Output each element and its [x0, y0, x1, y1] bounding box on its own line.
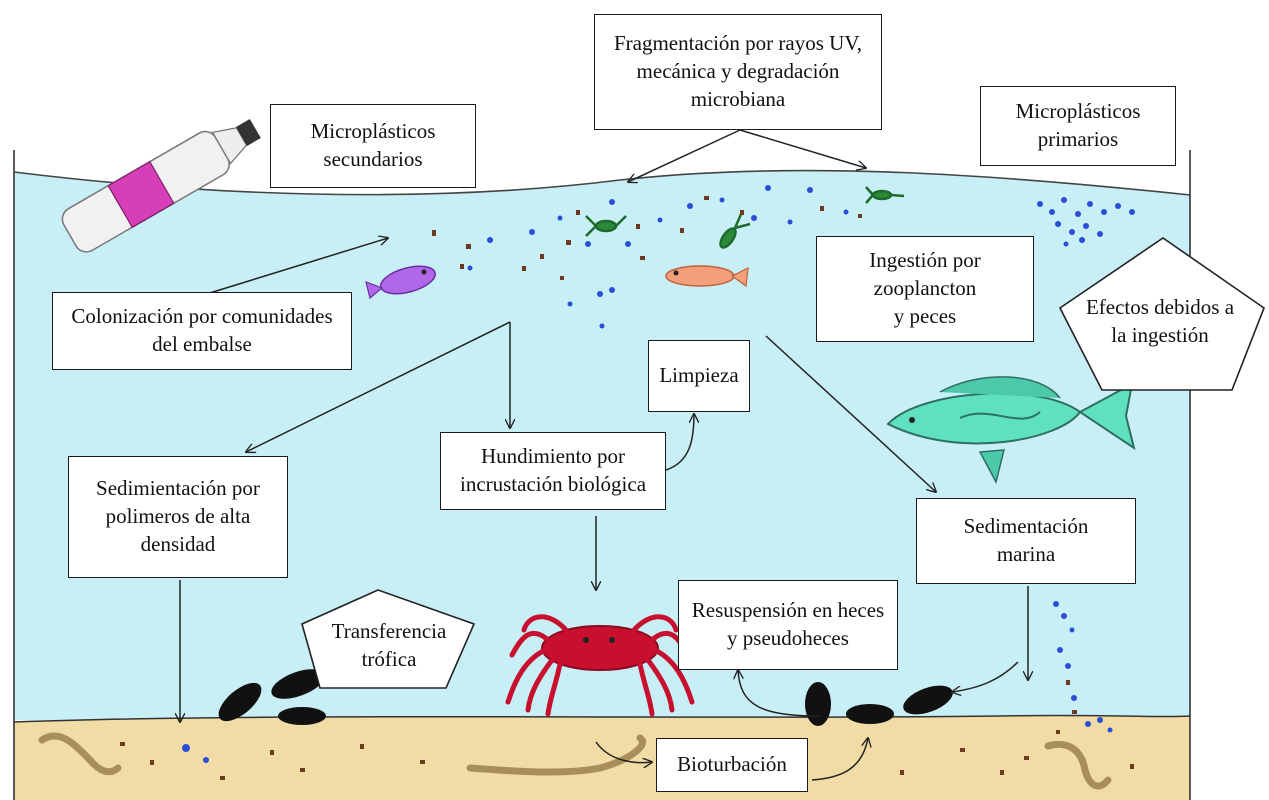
label-transferencia: Transferencia trófica [331, 619, 447, 671]
label-ingestion: Ingestión por zooplancton y peces [816, 236, 1034, 342]
arrow-to-sedimentation-left [246, 321, 511, 452]
arrow-bioturbation-in [595, 741, 652, 763]
label-fragmentacion: Fragmentación por rayos UV, mecánica y d… [594, 14, 882, 130]
arrow-to-mussels-right [952, 661, 1019, 692]
arrow-to-limpieza [665, 414, 694, 471]
label-bioturbacion: Bioturbación [656, 738, 808, 792]
red-crab-icon [505, 614, 695, 717]
purple-fish-icon [365, 265, 436, 300]
pentagon-transferencia [301, 589, 476, 689]
arrow-colonization [199, 238, 388, 297]
plastic-bottle-icon [61, 118, 261, 253]
arrow-to-sedimentacion-marina [765, 335, 936, 492]
microplastic-particles [120, 185, 1135, 780]
arrow-fragmentation-right [739, 129, 866, 168]
mussel-icon [218, 669, 953, 726]
label-microplasticos-secundarios: Microplásticos secundarios [270, 104, 476, 188]
pentagon-efectos [1058, 237, 1265, 391]
label-hundimiento: Hundimiento por incrustación biológica [440, 432, 666, 510]
label-limpieza: Limpieza [648, 340, 750, 412]
label-microplasticos-primarios: Microplásticos primarios [980, 86, 1176, 166]
orange-fish-icon [665, 265, 749, 288]
label-sedimentacion-marina: Sedimentación marina [916, 498, 1136, 584]
label-colonizacion: Colonización por comunidades del embalse [52, 292, 352, 370]
flow-arrows [180, 129, 1028, 781]
arrow-fragmentation-left [628, 129, 741, 182]
green-fish-icon [886, 376, 1136, 485]
zooplankton-icon [585, 186, 905, 249]
worm-icon [38, 732, 1112, 790]
arrow-resuspension [738, 670, 821, 717]
arrow-bioturbation-out [811, 738, 868, 781]
label-resuspension: Resuspensión en heces y pseudoheces [678, 580, 898, 670]
sediment-layer [14, 715, 1190, 800]
label-efectos: Efectos debidos a la ingestión [1085, 295, 1235, 347]
label-sedimentacion-polimeros: Sedimientación por polimeros de alta den… [68, 456, 288, 578]
